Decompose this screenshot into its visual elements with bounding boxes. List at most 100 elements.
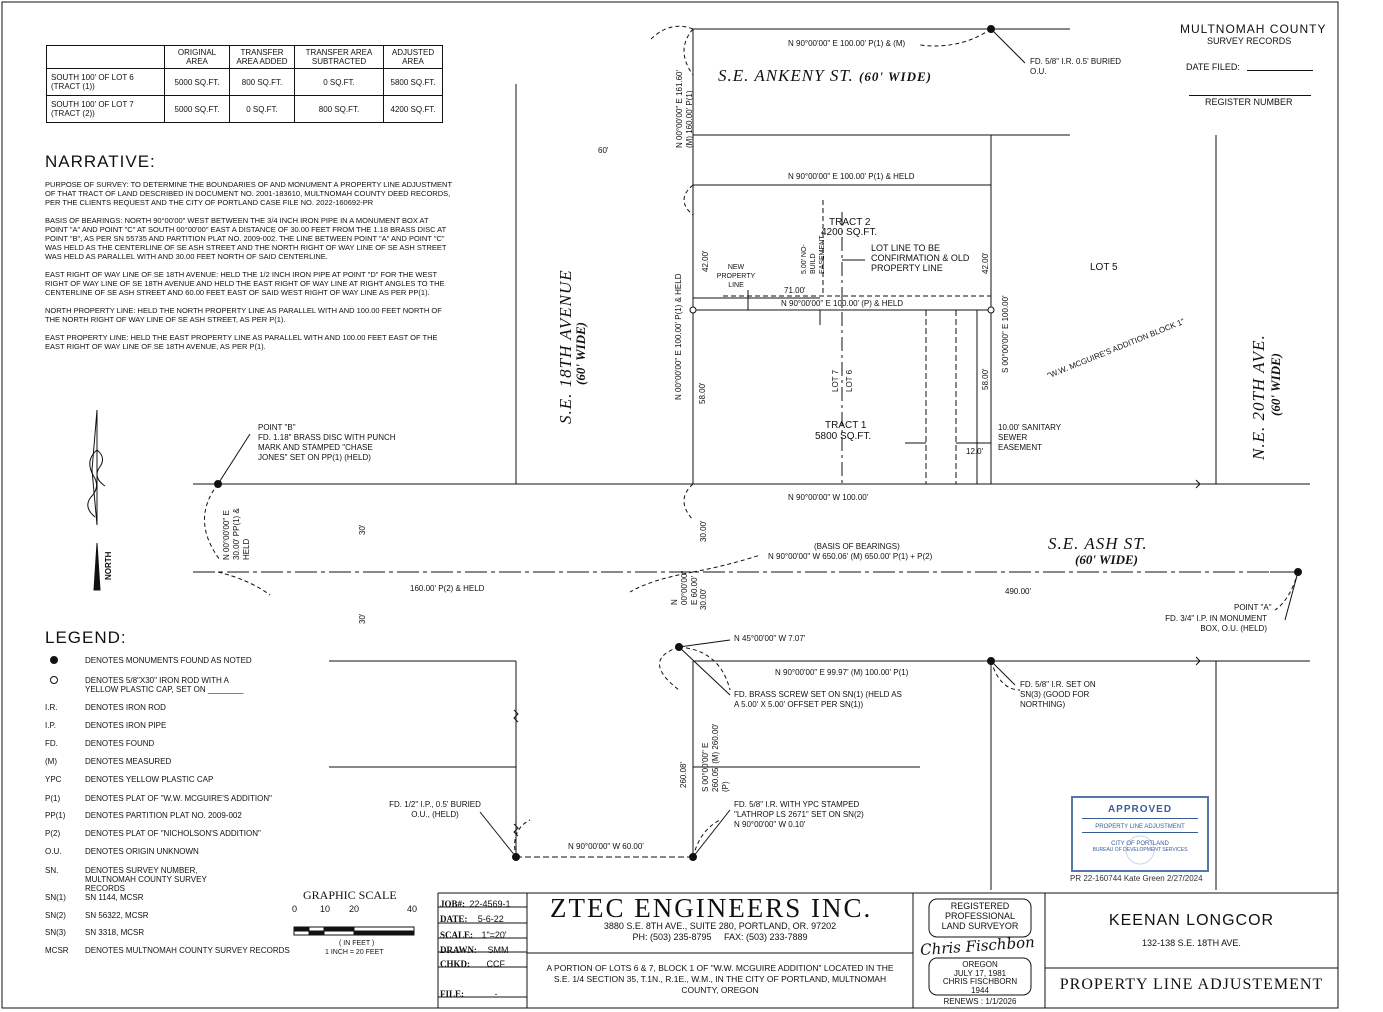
narrative-paragraph: EAST RIGHT OF WAY LINE OF SE 18TH AVENUE… bbox=[45, 270, 445, 297]
north-label: NORTH bbox=[104, 551, 113, 580]
legend-abbr: YPC bbox=[45, 775, 62, 784]
legend-abbr: P(2) bbox=[45, 829, 61, 838]
narrative-paragraph: PURPOSE OF SURVEY: TO DETERMINE THE BOUN… bbox=[45, 180, 452, 207]
list-item: (M)DENOTES MEASURED bbox=[45, 757, 171, 766]
street-20th: N.E. 20TH AVE. bbox=[1249, 334, 1269, 460]
legend-abbr: O.U. bbox=[45, 847, 62, 856]
label-fd-58-buried: FD. 5/8" I.R. 0.5' BURIED O.U. bbox=[1030, 57, 1122, 76]
legend-desc: DENOTES IRON ROD bbox=[85, 703, 166, 712]
label-260: 260.08' bbox=[679, 762, 688, 788]
label-tract2-area: 4200 SQ.FT. bbox=[821, 227, 878, 238]
legend-abbr: SN(2) bbox=[45, 911, 66, 920]
label-30b: 30' bbox=[358, 613, 367, 624]
list-item: SN(3)SN 3318, MCSR bbox=[45, 928, 144, 937]
legend-abbr: MCSR bbox=[45, 946, 69, 955]
scale-unit: ( IN FEET ) bbox=[339, 940, 375, 947]
seal-line: CHRIS FISCHBORN bbox=[942, 977, 1018, 986]
monument-found-icon bbox=[45, 656, 85, 666]
company-name: ZTEC ENGINEERS INC. bbox=[550, 893, 873, 923]
table-cell: 0 SQ.FT. bbox=[229, 95, 295, 123]
chkd-value: CCF bbox=[486, 959, 505, 969]
register-label: REGISTER NUMBER bbox=[1205, 97, 1293, 107]
scale-ratio: 1 INCH = 20 FEET bbox=[325, 949, 384, 956]
list-item: DENOTES 5/8"X30" IRON ROD WITH A YELLOW … bbox=[45, 676, 243, 694]
list-item: SN(2) SN 56322, MCSR bbox=[45, 911, 149, 920]
street-ash: S.E. ASH ST. bbox=[1048, 534, 1148, 554]
register-line bbox=[1189, 95, 1311, 96]
title-block-fields: JOB#: 22-4569-1 DATE: 5-6-22 SCALE: 1"=2… bbox=[440, 894, 526, 999]
label-south-line: N 90°00'00" W 100.00' bbox=[788, 493, 869, 502]
table-cell: 5000 SQ.FT. bbox=[164, 95, 230, 123]
legend-abbr: FD. bbox=[45, 739, 58, 748]
list-item: O.U.DENOTES ORIGIN UNKNOWN bbox=[45, 847, 199, 856]
table-cell: 0 SQ.FT. bbox=[294, 68, 384, 96]
surveyor-seal: REGISTERED PROFESSIONAL LAND SURVEYOR bbox=[929, 901, 1031, 931]
label-no-build: 5.00' NO-BUILD EASEMENT bbox=[801, 235, 826, 274]
table-cell: 5000 SQ.FT. bbox=[164, 68, 230, 96]
scale-value: 1"=20' bbox=[481, 930, 507, 940]
label-brass-screw: FD. BRASS SCREW SET ON SN(1) (HELD AS A … bbox=[734, 690, 902, 709]
label-71: 71.00' bbox=[784, 286, 806, 295]
client-address: 132-138 S.E. 18TH AVE. bbox=[1142, 938, 1241, 948]
legend-abbr: (M) bbox=[45, 757, 57, 766]
scale-tick: 20 bbox=[349, 904, 360, 914]
label-lot7: LOT 7 bbox=[831, 369, 840, 392]
project-description: A PORTION OF LOTS 6 & 7, BLOCK 1 OF "W.W… bbox=[546, 963, 894, 995]
label-n45: N 45°00'00" W 7.07' bbox=[734, 634, 806, 643]
street-ash-width: (60' WIDE) bbox=[1075, 552, 1138, 567]
table-header: TRANSFER AREA SUBTRACTED bbox=[294, 45, 384, 69]
legend-desc: SN 56322, MCSR bbox=[85, 911, 149, 920]
file-value: - bbox=[494, 989, 498, 999]
label-30d: 30.00' bbox=[699, 588, 708, 610]
plan-title: PROPERTY LINE ADJUSTEMENT bbox=[1059, 976, 1324, 993]
seal-line: LAND SURVEYOR bbox=[941, 921, 1019, 931]
street-width: (60' WIDE) bbox=[859, 69, 932, 84]
legend-abbr: SN. bbox=[45, 866, 59, 875]
street-18th-width: (60' WIDE) bbox=[573, 322, 588, 385]
legend-desc: DENOTES SURVEY NUMBER, MULTNOMAH COUNTY … bbox=[85, 866, 207, 893]
label-lot6: LOT 6 bbox=[845, 369, 854, 392]
label-point-a: POINT "A" bbox=[1234, 603, 1272, 612]
label-sanitary: 10.00' SANITARY SEWER EASEMENT bbox=[998, 423, 1061, 452]
table-header: ADJUSTED AREA bbox=[383, 45, 443, 69]
label-bottom-bearing: N 90°00'00" W 60.00' bbox=[568, 842, 644, 851]
job-label: JOB#: bbox=[440, 899, 466, 909]
date-label: DATE: bbox=[440, 914, 468, 924]
label-30a: 30' bbox=[358, 524, 367, 535]
legend-desc: DENOTES 5/8"X30" IRON ROD WITH A YELLOW … bbox=[85, 676, 244, 694]
narrative-paragraph: NORTH PROPERTY LINE: HELD THE NORTH PROP… bbox=[45, 306, 442, 324]
label-fd-58-ypc: FD. 5/8" I.R. WITH YPC STAMPED "LATHROP … bbox=[734, 800, 864, 829]
drawn-value: SMM bbox=[487, 945, 509, 955]
iron-rod-set-icon bbox=[45, 676, 85, 686]
label-s260-bearing: S 00°00'00" E 260.05' (M) 260.00' (P) bbox=[701, 723, 730, 792]
list-item: FD.DENOTES FOUND bbox=[45, 739, 154, 748]
label-basis: (BASIS OF BEARINGS) bbox=[814, 542, 900, 551]
table-cell: SOUTH 100' OF LOT 6 (TRACT (1)) bbox=[46, 68, 165, 96]
narrative-title: NARRATIVE: bbox=[45, 152, 156, 171]
file-label: FILE: bbox=[440, 989, 465, 999]
label-30c: 30.00' bbox=[699, 520, 708, 542]
legend-desc: DENOTES PARTITION PLAT NO. 2009-002 bbox=[85, 811, 242, 820]
table-cell: 5800 SQ.FT. bbox=[383, 68, 443, 96]
legend-abbr: I.R. bbox=[45, 703, 58, 712]
client-name: KEENAN LONGCOR bbox=[1108, 912, 1275, 929]
approved-stamp: APPROVED PROPERTY LINE ADJUSTMENT CITY O… bbox=[1072, 797, 1208, 871]
job-value: 22-4569-1 bbox=[469, 899, 511, 909]
seal-line: 1944 bbox=[971, 985, 989, 995]
surveyor-registration: OREGON JULY 17, 1981 CHRIS FISCHBORN 194… bbox=[929, 960, 1031, 995]
scale-label: SCALE: bbox=[440, 930, 474, 940]
list-item: I.R. DENOTES IRON ROD bbox=[45, 703, 166, 712]
list-item: SN(1)SN 1144, MCSR bbox=[45, 893, 144, 902]
legend-desc: DENOTES MONUMENTS FOUND AS NOTED bbox=[85, 656, 252, 665]
label-42-left: 42.00' bbox=[701, 250, 710, 272]
date-filed-line bbox=[1247, 70, 1313, 71]
table-header: ORIGINAL AREA bbox=[164, 45, 230, 69]
table-cell: SOUTH 100' OF LOT 7 (TRACT (2)) bbox=[46, 95, 165, 123]
legend-abbr: P(1) bbox=[45, 794, 61, 803]
label-ankeny-w-bearing: N 00°00'00" E 161.60' (M) 160.00' P(1) bbox=[675, 69, 694, 148]
chkd-label: CHKD: bbox=[440, 959, 470, 969]
table-cell: 4200 SQ.FT. bbox=[383, 95, 443, 123]
label-12: 12.0' bbox=[966, 447, 984, 456]
label-tract1: TRACT 1 bbox=[825, 420, 867, 431]
